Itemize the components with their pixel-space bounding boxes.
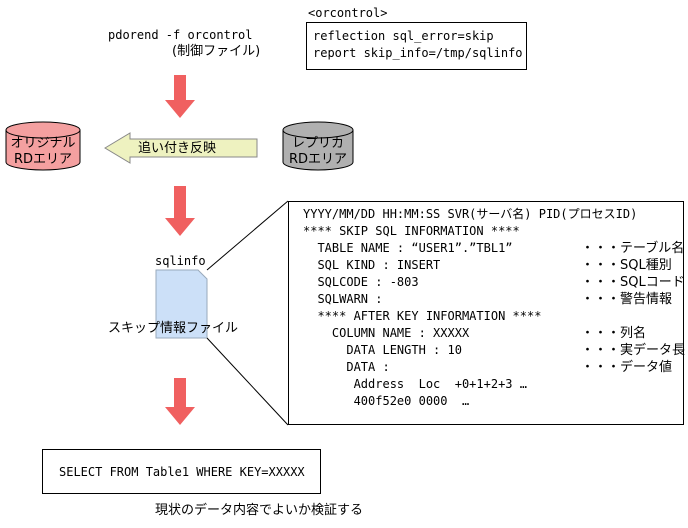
skip-info-note: ・・・列名 — [581, 326, 647, 341]
skip-info-note: ・・・テーブル名 — [581, 241, 685, 256]
skip-info-line: DATA : — [303, 360, 390, 374]
skip-info-line: COLUMN NAME : XXXXX — [303, 326, 470, 340]
skip-info-line: TABLE NAME : “USER1”.”TBL1” — [303, 241, 513, 255]
skip-info-note: ・・・SQL種別 — [581, 258, 672, 273]
skip-info-note: ・・・実データ長 — [581, 343, 686, 358]
replica-db-label: レプリカ RDエリア — [283, 136, 353, 168]
replica-db-label-2: RDエリア — [288, 152, 348, 167]
sync-arrow — [104, 132, 258, 164]
skip-info-line: Address Loc +0+1+2+3 … — [303, 377, 527, 391]
original-db-label-1: オリジナル — [10, 136, 76, 151]
skip-info-line: **** AFTER KEY INFORMATION **** — [303, 309, 542, 323]
skip-info-note: ・・・警告情報 — [581, 292, 673, 307]
down-arrow-3 — [165, 378, 195, 425]
skip-info-box: YYYY/MM/DD HH:MM:SS SVR(サーバ名) PID(プロセスID… — [288, 201, 686, 425]
skip-info-line: 400f52e0 0000 … — [303, 394, 470, 408]
skip-info-note: ・・・SQLコード — [581, 275, 685, 290]
orcontrol-line-2: report skip_info=/tmp/sqlinfo — [313, 46, 523, 60]
connector-line-bottom — [206, 337, 289, 426]
original-db-cylinder — [5, 121, 81, 171]
sqlinfo-caption: スキップ情報ファイル — [108, 321, 239, 336]
skip-info-line: DATA LENGTH : 10 — [303, 343, 462, 357]
bottom-caption: 現状のデータ内容でよいか検証する — [155, 503, 364, 518]
arrow3-shape — [165, 378, 195, 425]
skip-info-line: YYYY/MM/DD HH:MM:SS SVR(サーバ名) PID(プロセスID… — [303, 207, 638, 221]
connector-line-top — [206, 200, 289, 271]
command-text: pdorend -f orcontrol — [108, 28, 253, 42]
original-db-label: オリジナル RDエリア — [6, 136, 80, 168]
arrow1-shape — [165, 75, 195, 118]
replica-db-cylinder — [282, 121, 354, 171]
skip-info-line: **** SKIP SQL INFORMATION **** — [303, 224, 520, 238]
sync-arrow-label: 追い付き反映 — [138, 141, 217, 156]
command-caption: (制御ファイル) — [172, 44, 261, 59]
orcontrol-box: reflection sql_error=skip report skip_in… — [306, 22, 527, 70]
select-query-box: SELECT FROM Table1 WHERE KEY=XXXXX — [42, 449, 321, 494]
original-db-label-2: RDエリア — [13, 152, 73, 167]
replica-db-label-1: レプリカ — [291, 136, 344, 151]
arrow2-shape — [165, 186, 195, 236]
skip-info-note: ・・・データ値 — [581, 360, 673, 375]
sqlinfo-file-icon — [155, 269, 208, 339]
select-query-text: SELECT FROM Table1 WHERE KEY=XXXXX — [59, 465, 305, 479]
skip-info-line: SQLCODE : -803 — [303, 275, 419, 289]
skip-info-line: SQL KIND : INSERT — [303, 258, 441, 272]
sqlinfo-filename: sqlinfo — [155, 254, 206, 268]
down-arrow-1 — [165, 75, 195, 118]
orcontrol-line-1: reflection sql_error=skip — [313, 29, 494, 43]
orcontrol-label: <orcontrol> — [308, 6, 388, 20]
down-arrow-2 — [165, 186, 195, 236]
skip-info-line: SQLWARN : — [303, 292, 383, 306]
